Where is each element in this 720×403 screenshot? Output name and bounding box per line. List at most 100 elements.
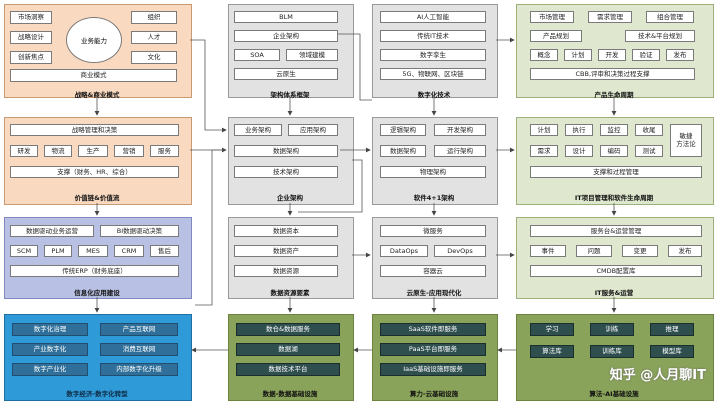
architecture-item: BLM: [234, 11, 338, 23]
it-project-item: 收尾: [635, 124, 663, 136]
info-app-title: 信息化应用建设: [74, 289, 120, 297]
cmdb-box: CMDB配置库: [530, 265, 702, 277]
strategy-decision-box: 战略管理和决策: [10, 124, 179, 136]
strategy-item: 人才: [131, 31, 177, 44]
new-economy-item: 产品互联网: [100, 323, 178, 336]
data-infra-item: 数据技术平台: [236, 363, 340, 376]
watermark: 知乎 @人月聊IT: [609, 368, 706, 383]
strategy-item: 文化: [131, 51, 177, 64]
enterprise-arch-item: 业务架构: [234, 124, 282, 136]
compute-infra-title: 算力-云基础设施: [409, 390, 459, 398]
digital-tech-item: AI人工智能: [380, 11, 486, 23]
new-economy-title: 数字经济-数字化转型: [66, 390, 128, 398]
it-project-item: 设计: [565, 145, 593, 157]
strategy-item: 创新焦点: [10, 51, 52, 64]
it-project-title: IT项目管理和软件生命周期: [574, 194, 654, 202]
product-lifecycle-item: 计划: [564, 49, 592, 61]
algo-infra-item: 算法库: [530, 345, 574, 358]
it-project-item: 执行: [565, 124, 593, 136]
it-service-item: 发布: [668, 245, 702, 257]
architecture-item: 云原生: [234, 68, 338, 80]
it-service-item: 变更: [622, 245, 658, 257]
digital-tech-item: 传统IT技术: [380, 30, 486, 42]
enterprise-arch-item: 数据架构: [234, 145, 338, 157]
architecture-item: 领域建模: [286, 49, 338, 61]
value-chain-title: 价值链&价值流: [74, 194, 120, 202]
product-lifecycle-item: 市场管理: [530, 11, 574, 23]
software-arch-item: 运行架构: [434, 145, 486, 157]
product-lifecycle-item: 验证: [632, 49, 660, 61]
connector-arrow: [338, 33, 372, 101]
enterprise-arch-title: 企业架构: [277, 194, 303, 202]
product-lifecycle-item: 组合管理: [646, 11, 694, 23]
new-economy-item: 数字化治理: [12, 323, 88, 336]
traditional-erp-box: 传统ERP（财务底座）: [10, 265, 179, 277]
algo-infra-item: 训练库: [590, 345, 634, 358]
software-arch-title: 软件4+1架构: [413, 194, 455, 202]
software-arch-item: 逻辑架构: [380, 124, 426, 136]
data-infra-title: 数据-数据基础设施: [262, 390, 318, 398]
connector-arrow: [190, 39, 227, 133]
algo-infra-item: 推理: [650, 323, 694, 336]
digital-tech-title: 数字化技术: [417, 91, 451, 99]
strategy-title: 战略&商业模式: [74, 91, 120, 99]
info-app-item: CRM: [114, 245, 144, 257]
strategy-item: 战略设计: [10, 31, 52, 44]
value-chain-item: 营销: [114, 145, 144, 157]
data-resources-item: 数据资源: [234, 265, 338, 277]
product-lifecycle-item: 需求管理: [588, 11, 632, 23]
info-app-item: SCM: [10, 245, 38, 257]
cbb-review-box: CBB,评审和决策过程支撑: [530, 68, 695, 80]
product-lifecycle-item: 发布: [666, 49, 694, 61]
product-lifecycle-title: 产品生命周期: [594, 91, 634, 99]
data-resources-item: 数据资产: [234, 245, 338, 257]
info-app-item: BI数据驱动决策: [100, 225, 179, 237]
new-economy-item: 消费互联网: [100, 343, 178, 356]
strategy-item: 市场洞察: [10, 11, 52, 24]
enterprise-arch-item: 技术架构: [234, 166, 338, 178]
data-infra-item: 数据湖: [236, 343, 340, 356]
info-app-item: PLM: [44, 245, 72, 257]
architecture-item: 企业架构: [234, 30, 338, 42]
product-lifecycle-item: 产品规划: [530, 30, 582, 42]
enterprise-arch-item: 应用架构: [288, 124, 338, 136]
strategy-item: 组织: [131, 11, 177, 24]
it-service-item: 事件: [530, 245, 566, 257]
software-arch-item: 物理架构: [380, 166, 486, 178]
cloud-native-item: 微服务: [380, 225, 486, 237]
data-resources-title: 数据资源要素: [270, 289, 310, 297]
algo-infra-item: 学习: [530, 323, 574, 336]
service-desk-box: 服务台&运营管理: [530, 225, 702, 237]
it-project-item: 编码: [600, 145, 628, 157]
value-chain-item: 物流: [44, 145, 72, 157]
software-arch-item: 数据架构: [380, 145, 426, 157]
new-economy-item: 数字产业化: [12, 363, 88, 376]
compute-infra-item: PaaS平台即服务: [380, 343, 486, 356]
architecture-title: 架构体系框架: [270, 91, 310, 99]
algo-infra-item: 训练: [590, 323, 634, 336]
agile-method-box: 敏捷 方法论: [670, 124, 702, 157]
product-lifecycle-item: 开发: [598, 49, 626, 61]
compute-infra-item: SaaS软件即服务: [380, 323, 486, 336]
info-app-item: MES: [78, 245, 108, 257]
cloud-native-item: 容器云: [380, 265, 486, 277]
it-project-item: 计划: [530, 124, 558, 136]
it-service-title: IT服务&运营: [594, 289, 634, 297]
it-project-item: 需求: [530, 145, 558, 157]
algo-infra-title: 算法-AI基础设施: [589, 390, 639, 398]
info-app-item: 售后: [150, 245, 179, 257]
value-chain-item: 生产: [78, 145, 108, 157]
it-project-item: 监控: [600, 124, 628, 136]
data-resources-item: 数据资本: [234, 225, 338, 237]
connector-arrow: [195, 149, 226, 306]
data-infra-item: 数仓&数据服务: [236, 323, 340, 336]
product-lifecycle-item: 概念: [530, 49, 558, 61]
compute-infra-item: IaaS基础设施即服务: [380, 363, 486, 376]
architecture-item: SOA: [234, 49, 280, 61]
cloud-native-item: DataOps: [380, 245, 428, 257]
it-project-item: 测试: [635, 145, 663, 157]
product-lifecycle-item: 技术&平台规划: [625, 30, 695, 42]
connector-arrow: [298, 159, 363, 213]
value-chain-item: 服务: [150, 145, 179, 157]
